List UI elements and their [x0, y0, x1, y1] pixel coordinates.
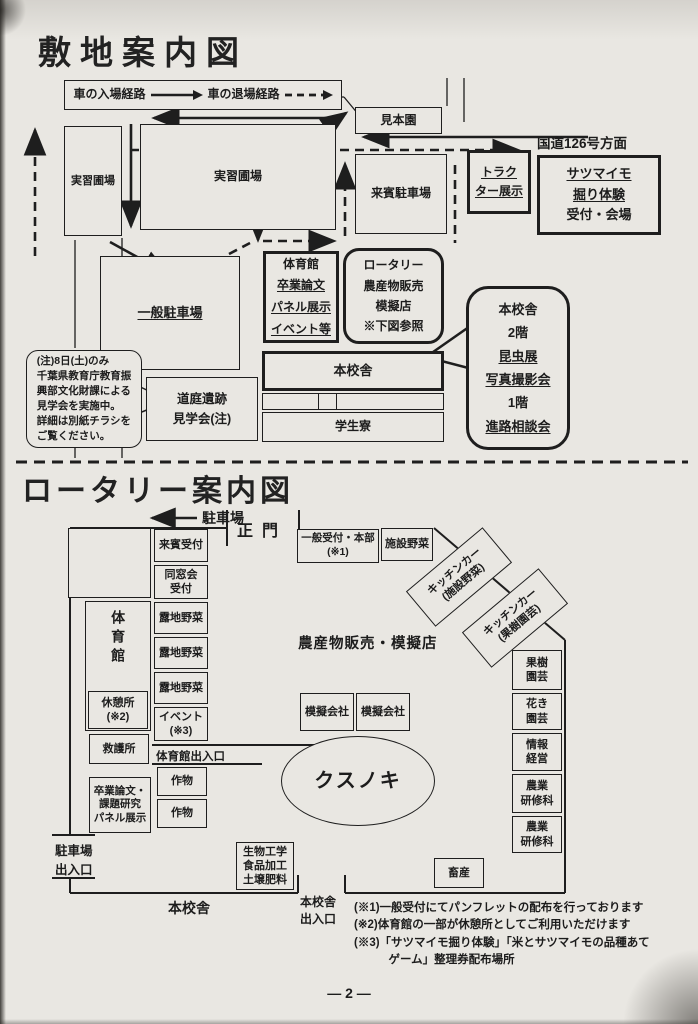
rotary-sales-box: ロータリー 農産物販売 模擬店 ※下図参照: [343, 248, 444, 344]
dashed-arrow-icon: [284, 90, 333, 100]
camphor-tree: クスノキ: [281, 736, 435, 826]
mock-company-box: 模擬会社: [300, 693, 354, 731]
legend-exit-label: 車の退場経路: [207, 87, 280, 102]
practice-field-left: 実習圃場: [64, 126, 122, 236]
dept-box: 農業 研修科: [512, 816, 562, 853]
practice-field-main: 実習圃場: [140, 124, 336, 230]
legend-entry-label: 車の入場経路: [73, 87, 146, 102]
guest-parking: 来賓駐車場: [355, 154, 447, 234]
crops-box: 作物: [157, 799, 207, 828]
dept-box: 情報 経営: [512, 733, 562, 771]
main-building-events-bubble: 本校舎 2階 昆虫展 写真撮影会 1階 進路相談会: [466, 286, 570, 450]
tour-note-bubble: (注)8日(土)のみ 千葉県教育庁教育振 興部文化財課による 見学会を実施中。 …: [26, 350, 142, 448]
crops-box: 作物: [157, 767, 207, 796]
parking-exit-label: 駐車場 出入口: [55, 844, 93, 877]
biotech-box: 生物工学 食品加工 土壌肥料: [236, 842, 294, 890]
mock-company-box: 模擬会社: [356, 693, 410, 731]
thesis-panel-box: 卒業論文・ 課題研究 パネル展示: [89, 777, 151, 833]
site-map-title: 敷地案内図: [38, 36, 248, 72]
route-126-label: 国道126号方面: [537, 136, 628, 151]
page-number: — 2 —: [327, 985, 371, 1001]
sample-garden: 見本園: [355, 107, 442, 134]
dept-box: 果樹 園芸: [512, 650, 562, 690]
main-building-box: 本校舎: [262, 351, 444, 391]
ruins-tour-box: 道庭遺跡 見学会(注): [146, 377, 258, 441]
route-legend: 車の入場経路 車の退場経路: [64, 80, 342, 110]
building-strip: [262, 393, 444, 410]
solid-arrow-icon: [150, 90, 203, 100]
main-gate-label: 正門: [237, 523, 288, 540]
strip-divider: [336, 394, 337, 409]
facility-veg-box: 施設野菜: [381, 528, 433, 561]
stall-box: 露地野菜: [154, 602, 208, 634]
sweet-potato-experience-box: サツマイモ 掘り体験 受付・会場: [537, 155, 661, 235]
strip-divider: [318, 394, 319, 409]
produce-sales-label: 農産物販売・模擬店: [298, 636, 438, 652]
main-building-label: 本校舎: [168, 900, 210, 916]
livestock-box: 畜産: [434, 858, 484, 888]
stall-box: 同窓会 受付: [154, 565, 208, 599]
student-dorm: 学生寮: [262, 412, 444, 442]
gym-exit-label: 体育館出入口: [156, 751, 225, 763]
west-yard: [68, 528, 151, 598]
rotary-map-title: ロータリー案内図: [22, 475, 294, 508]
tractor-exhibit-box: トラク ター展示: [467, 150, 531, 214]
first-aid-box: 救護所: [89, 734, 149, 764]
dept-box: 農業 研修科: [512, 774, 562, 813]
footnotes: (※1)一般受付にてパンフレットの配布を行っております (※2)体育館の一部が休…: [354, 902, 650, 966]
stall-box: イベント (※3): [154, 707, 208, 741]
stall-box: 露地野菜: [154, 672, 208, 704]
stall-box: 露地野菜: [154, 637, 208, 669]
gym-panel-exhibit-box: 体育館 卒業論文 パネル展示 イベント等: [263, 251, 339, 343]
general-reception-box: 一般受付・本部 (※1): [297, 529, 379, 563]
stall-box: 来賓受付: [154, 529, 208, 562]
dept-box: 花き 園芸: [512, 693, 562, 730]
main-building-exit-label: 本校舎 出入口: [300, 895, 337, 926]
rest-area-box: 休憩所 (※2): [88, 691, 148, 729]
